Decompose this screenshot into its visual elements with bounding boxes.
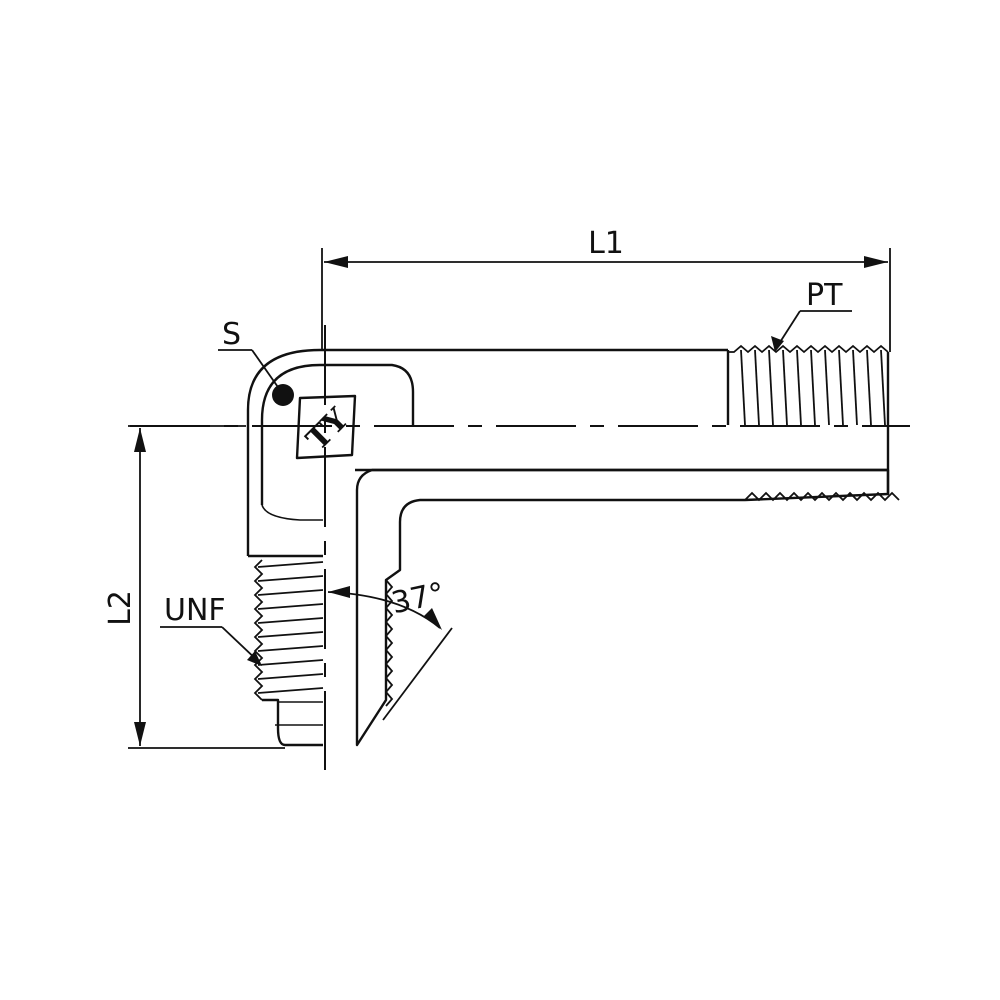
unf-thread-line [257,589,324,596]
l2-label: L2 [103,590,138,626]
angle-label: 37° [388,576,447,621]
unf-thread-line [257,645,324,652]
s-label: S [222,317,241,352]
pt-thread-line [810,349,816,426]
unf-thread [253,559,394,747]
unf-thread-line [257,617,324,624]
body-section [355,468,890,747]
l2-dimension: L2 [103,425,285,749]
pt-thread-line [824,349,830,426]
body-exterior [246,348,728,558]
pt-thread-line [866,349,872,426]
logo-plate: TY [295,394,357,460]
unf-thread-line [257,673,324,680]
center-lines [130,325,910,770]
unf-thread-line [257,687,324,694]
pt-thread-line [754,349,760,426]
pt-thread-line [880,349,886,426]
logo-text: TY [300,402,356,458]
angle-dimension: 37° [327,576,453,721]
pt-thread-line [838,349,844,426]
pt-callout: PT [771,278,852,352]
unf-thread-line [257,603,324,610]
unf-thread-line [257,575,324,582]
unf-thread-line [257,561,324,568]
pt-thread-line [782,349,788,426]
pt-thread [726,344,900,502]
s-callout: S [218,317,294,406]
unf-callout: UNF [160,593,262,666]
pt-thread-line [852,349,858,426]
pt-thread-line [740,349,746,426]
unf-thread-line [257,631,324,638]
s-dot-icon [272,384,294,406]
l1-dimension: L1 [321,226,891,352]
l1-label: L1 [588,226,624,261]
pt-thread-line [796,349,802,426]
pt-thread-line [768,349,774,426]
unf-thread-line [257,659,324,666]
unf-label: UNF [164,593,226,628]
pt-label: PT [806,278,843,313]
